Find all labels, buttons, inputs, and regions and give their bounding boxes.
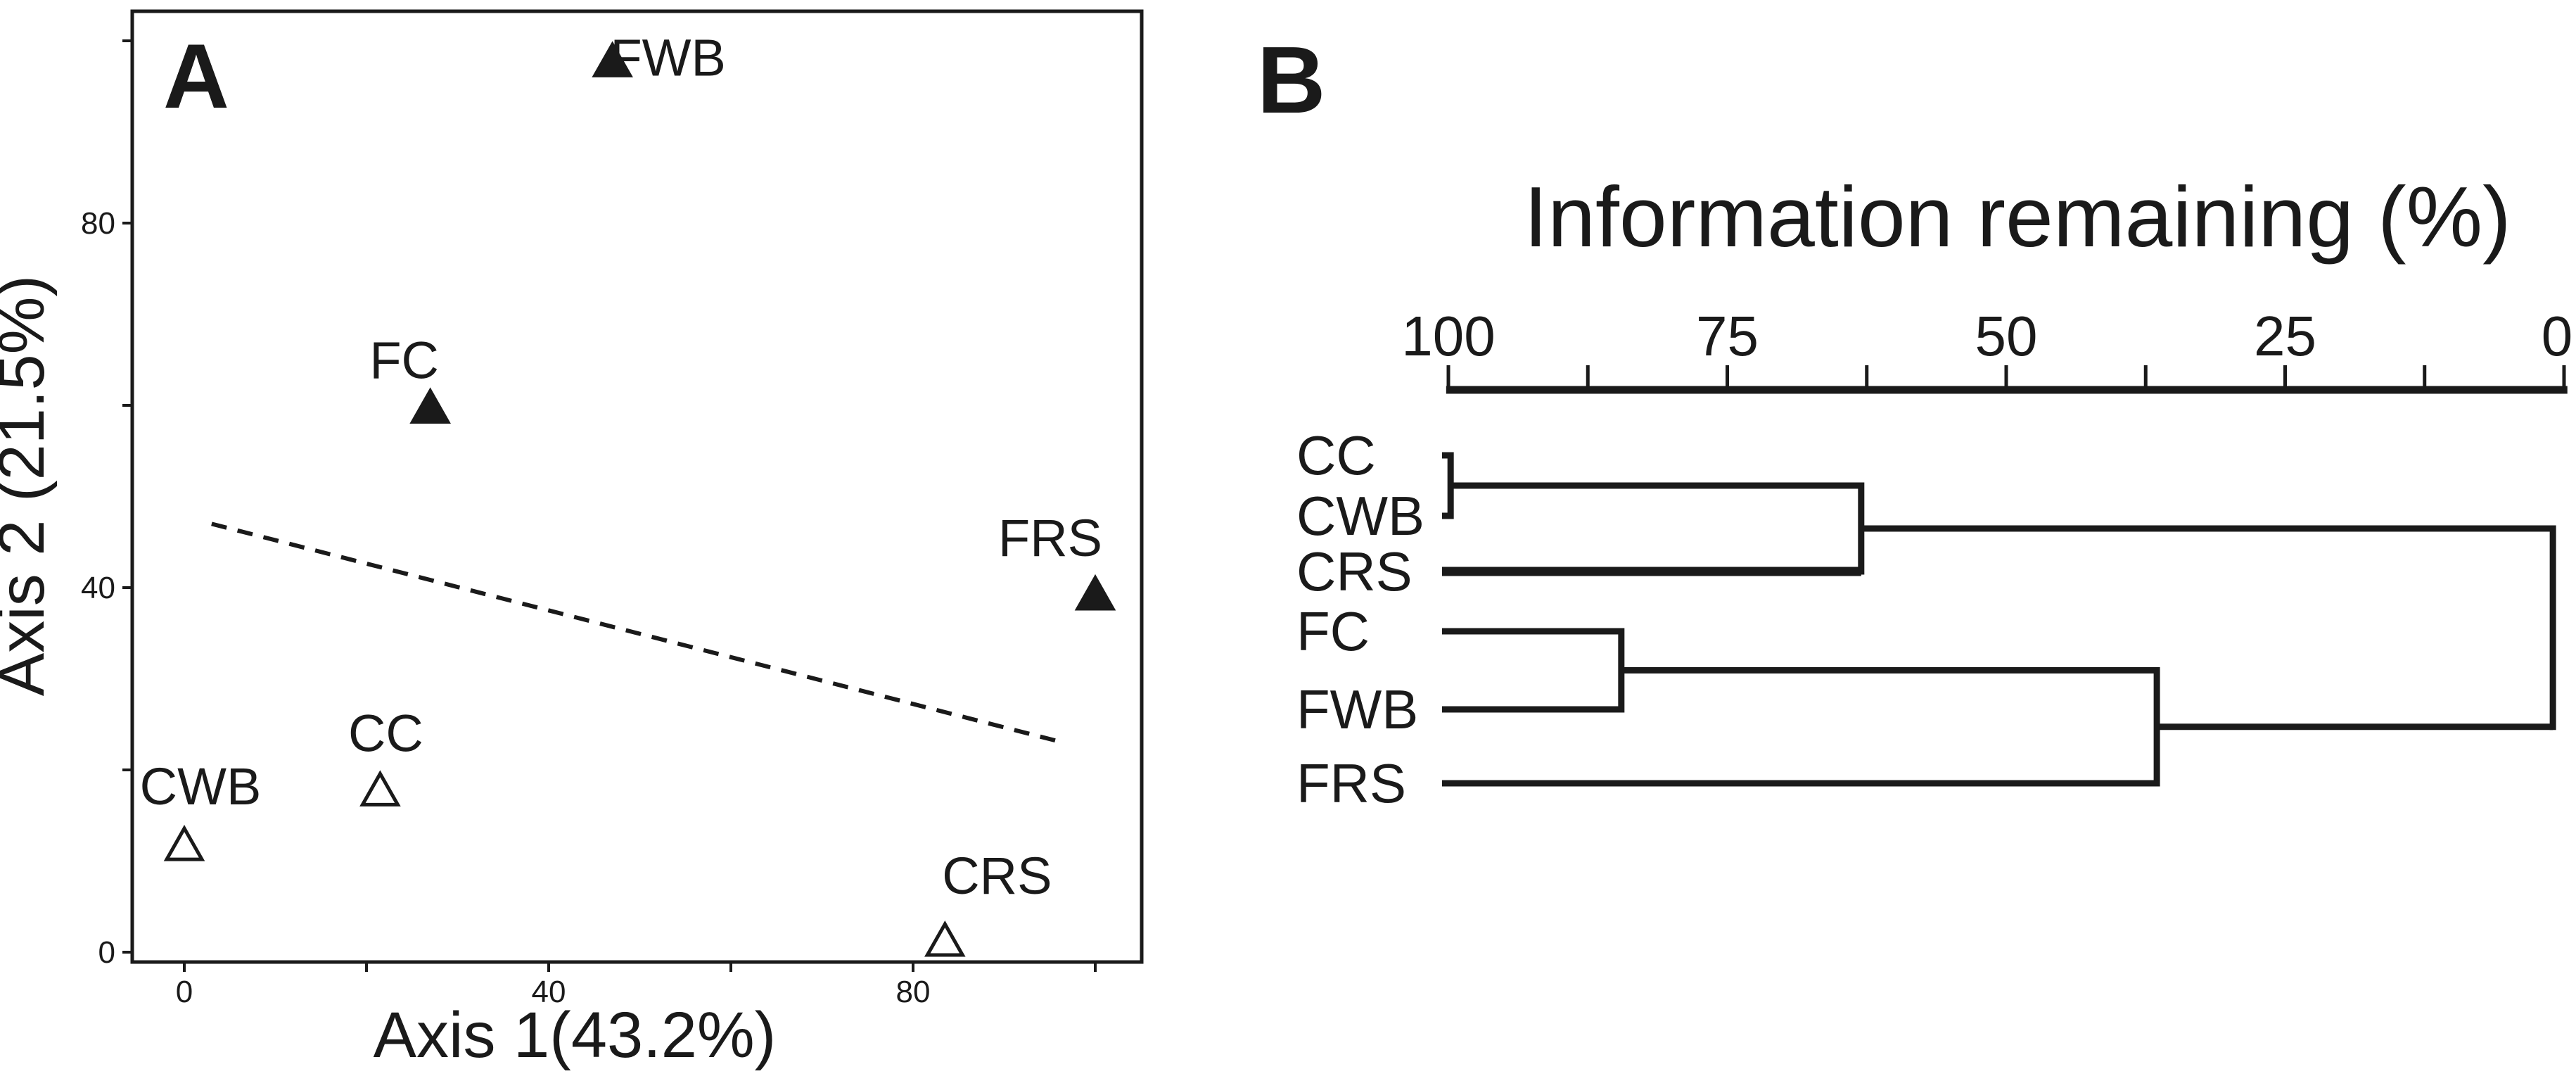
panelB-axis-tick-label: 75	[1696, 305, 1759, 367]
panelB-axis-tick-label: 0	[2542, 305, 2573, 367]
point-CRS-marker-open-triangle	[924, 920, 966, 957]
panelA-x-tick-label: 80	[896, 975, 931, 1009]
panelB-axis-tick-label: 50	[1975, 305, 2038, 367]
point-FC-label: FC	[369, 331, 439, 389]
dendrogram-leaf-label-FWB: FWB	[1296, 678, 1418, 740]
panelB-axis-tick-label: 100	[1401, 305, 1495, 367]
dendrogram-leaf-label-FC: FC	[1296, 600, 1370, 662]
point-CC-label: CC	[348, 704, 423, 762]
point-FWB-label: FWB	[610, 28, 725, 87]
dendrogram-leaf-label-CRS: CRS	[1296, 540, 1413, 602]
point-CWB-marker-open-triangle	[163, 825, 205, 861]
panelB-axis-tick-label: 25	[2254, 305, 2316, 367]
panelA-y-axis-title: Axis 2 (21.5%)	[0, 275, 58, 696]
panelA-y-tick-label: 40	[81, 571, 115, 605]
dendrogram-leaf-label-CC: CC	[1296, 424, 1376, 486]
point-CRS-label: CRS	[942, 847, 1052, 905]
panelA-plot-frame	[130, 9, 1144, 964]
dendrogram-leaf-label-CWB: CWB	[1296, 485, 1424, 547]
panelA-x-tick-label: 40	[532, 975, 566, 1009]
panelA-y-tick-label: 0	[98, 935, 115, 970]
point-FWB-marker-filled-triangle	[592, 41, 633, 77]
dendrogram-leaf-label-FRS: FRS	[1296, 752, 1406, 814]
panelB-panel-letter: B	[1257, 27, 1326, 133]
point-FC-marker-filled-triangle	[409, 387, 451, 424]
panelA-panel-letter: A	[163, 25, 229, 127]
panelB-axis-title: Information remaining (%)	[1524, 169, 2511, 265]
point-FRS-marker-filled-triangle	[1074, 574, 1116, 611]
panelA-x-axis-title: Axis 1(43.2%)	[374, 999, 777, 1071]
panelA-x-tick-label: 0	[176, 975, 193, 1009]
panelA-dashed-trend-line	[211, 521, 1064, 745]
panelA-y-tick-label: 80	[81, 206, 115, 241]
point-FRS-label: FRS	[998, 509, 1102, 567]
point-CC-marker-open-triangle	[359, 770, 401, 806]
point-CWB-label: CWB	[140, 757, 262, 816]
